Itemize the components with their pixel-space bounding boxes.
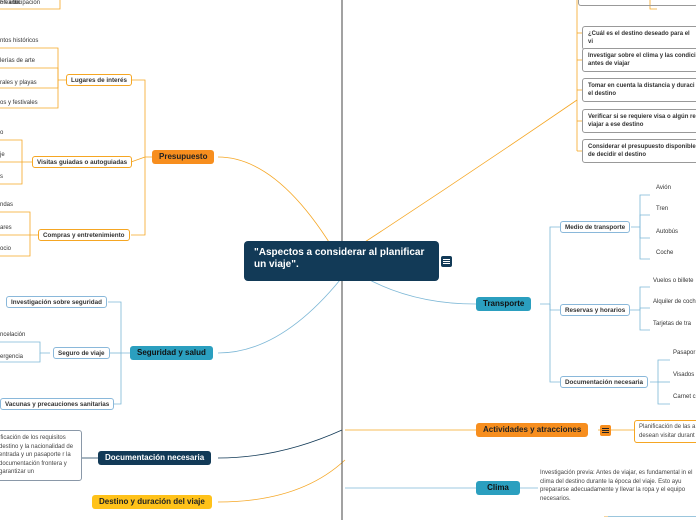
question-destino[interactable]: ¿Cuál es el destino deseado para el vi — [582, 26, 696, 50]
leaf-compras-1[interactable]: ndas — [0, 202, 14, 208]
leaf-visados[interactable]: Visados — [673, 372, 695, 378]
subtopic-medio-transporte[interactable]: Medio de transporte — [560, 221, 631, 233]
question-box-top — [578, 0, 696, 6]
leaf-visitas-1[interactable]: o — [0, 130, 4, 136]
topic-transporte[interactable]: Transporte — [476, 297, 532, 311]
question-distancia[interactable]: Tomar en cuenta la distancia y duraci el… — [582, 78, 696, 102]
topic-clima[interactable]: Clima — [476, 481, 520, 495]
leaf-vuelos[interactable]: Vuelos o billete — [653, 278, 694, 284]
actividades-notes-icon[interactable] — [600, 425, 611, 436]
leaf-lugares-1[interactable]: ntos históricos — [0, 38, 39, 44]
leaf-carnet[interactable]: Carnet c — [673, 394, 696, 400]
question-presupuesto[interactable]: Considerar el presupuesto disponible de … — [582, 139, 696, 163]
central-topic[interactable]: "Aspectos a considerar al planificar un … — [244, 241, 439, 281]
topic-documentacion[interactable]: Documentación necesaria — [98, 451, 212, 465]
leaf-visitas-2[interactable]: je — [0, 152, 5, 158]
documentacion-note: ificación de los requisitos destino y la… — [0, 430, 82, 481]
subtopic-compras[interactable]: Compras y entretenimiento — [38, 229, 130, 241]
leaf-seguro-1[interactable]: ncelación — [0, 332, 26, 338]
leaf-alquiler[interactable]: Alquiler de coch — [653, 299, 696, 305]
question-visa[interactable]: Verificar si se requiere visa o algún re… — [582, 109, 696, 133]
leaf-tarjetas[interactable]: Tarjetas de tra — [653, 321, 692, 327]
subtopic-documentacion-transporte[interactable]: Documentación necesaria — [560, 376, 649, 388]
subtopic-reservas[interactable]: Reservas y horarios — [560, 304, 631, 316]
leaf-compras-2[interactable]: ares — [0, 225, 12, 231]
topic-seguridad[interactable]: Seguridad y salud — [130, 346, 213, 360]
subtopic-visitas[interactable]: Visitas guiadas o autoguiadas — [32, 156, 133, 168]
leaf-coche[interactable]: Coche — [656, 250, 674, 256]
question-clima[interactable]: Investigar sobre el clima y las condici … — [582, 48, 696, 72]
clima-note: Investigación previa: Antes de viajar, e… — [540, 470, 693, 502]
bottom-left-edge — [608, 516, 696, 520]
leaf-visitas-3[interactable]: s — [0, 174, 3, 180]
fragment-flexibilidad: Flexibili — [0, 0, 21, 6]
actividades-note: Planificación de las a desean visitar du… — [634, 420, 696, 443]
subtopic-vacunas[interactable]: Vacunas y precauciones sanitarias — [0, 398, 115, 410]
fragment-anticipacion: on anticipación — [0, 0, 41, 6]
topic-actividades[interactable]: Actividades y atracciones — [476, 423, 589, 437]
leaf-lugares-4[interactable]: os y festivales — [0, 100, 38, 106]
leaf-compras-3[interactable]: ocio — [0, 246, 12, 252]
leaf-seguro-2[interactable]: ergencia — [0, 354, 24, 360]
leaf-pasaporte[interactable]: Pasapor — [673, 350, 696, 356]
subtopic-investigacion-seguridad[interactable]: Investigación sobre seguridad — [6, 296, 107, 308]
subtopic-lugares[interactable]: Lugares de interés — [66, 74, 132, 86]
leaf-lugares-3[interactable]: rales y playas — [0, 80, 37, 86]
topic-destino[interactable]: Destino y duración del viaje — [92, 495, 212, 509]
leaf-avion[interactable]: Avión — [656, 185, 671, 191]
topic-presupuesto[interactable]: Presupuesto — [152, 150, 215, 164]
subtopic-seguro-viaje[interactable]: Seguro de viaje — [53, 347, 110, 359]
leaf-lugares-2[interactable]: lerías de arte — [0, 58, 36, 64]
leaf-autobus[interactable]: Autobús — [656, 229, 679, 235]
leaf-tren[interactable]: Tren — [656, 206, 669, 212]
notes-icon[interactable] — [441, 256, 452, 267]
